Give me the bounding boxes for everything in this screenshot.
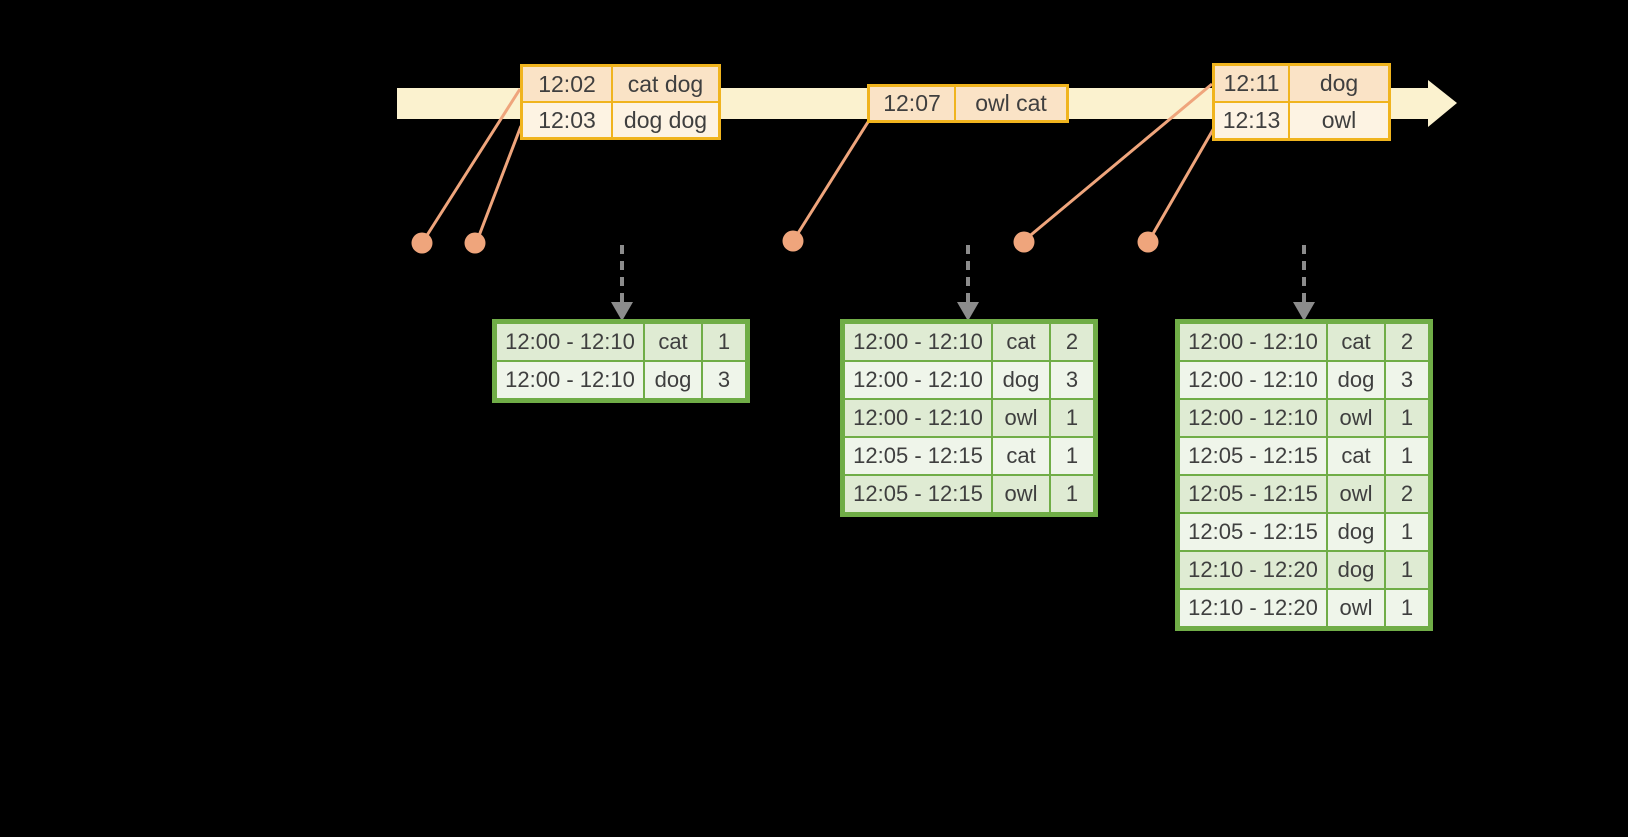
window-cell: 12:10 - 12:20 — [1180, 590, 1326, 626]
event-words: owl cat — [956, 87, 1066, 120]
word-cell: cat — [645, 324, 701, 360]
count-cell: 2 — [1386, 324, 1428, 360]
count-cell: 3 — [703, 362, 745, 398]
window-cell: 12:00 - 12:10 — [845, 324, 991, 360]
window-cell: 12:05 - 12:15 — [1180, 438, 1326, 474]
event-time: 12:13 — [1215, 103, 1288, 138]
event-dot-icon — [1137, 231, 1159, 253]
word-cell: owl — [1328, 476, 1384, 512]
word-cell: cat — [993, 324, 1049, 360]
count-cell: 1 — [1386, 552, 1428, 588]
result-table-2: 12:00 - 12:10 cat 2 12:00 - 12:10 dog 3 … — [840, 319, 1098, 517]
count-cell: 1 — [1051, 476, 1093, 512]
word-cell: owl — [993, 476, 1049, 512]
count-cell: 1 — [1051, 400, 1093, 436]
word-cell: dog — [645, 362, 701, 398]
word-cell: cat — [1328, 438, 1384, 474]
window-cell: 12:00 - 12:10 — [845, 362, 991, 398]
event-box-1: 12:02 cat dog 12:03 dog dog — [520, 64, 721, 140]
word-cell: dog — [1328, 362, 1384, 398]
word-cell: dog — [1328, 552, 1384, 588]
count-cell: 1 — [1386, 514, 1428, 550]
window-cell: 12:00 - 12:10 — [1180, 400, 1326, 436]
window-cell: 12:00 - 12:10 — [1180, 362, 1326, 398]
count-cell: 1 — [1386, 400, 1428, 436]
event-dot-icon — [464, 232, 486, 254]
event-words: owl — [1290, 103, 1388, 138]
window-cell: 12:05 - 12:15 — [1180, 476, 1326, 512]
event-dot-icon — [782, 230, 804, 252]
event-connector-line — [793, 121, 870, 239]
count-cell: 3 — [1386, 362, 1428, 398]
event-connector-line — [475, 125, 523, 242]
word-cell: owl — [1328, 590, 1384, 626]
event-time: 12:11 — [1215, 66, 1288, 101]
count-cell: 2 — [1386, 476, 1428, 512]
event-box-2: 12:07 owl cat — [867, 84, 1069, 123]
event-dot-icon — [411, 232, 433, 254]
result-table-3: 12:00 - 12:10 cat 2 12:00 - 12:10 dog 3 … — [1175, 319, 1433, 631]
word-cell: dog — [1328, 514, 1384, 550]
word-cell: cat — [1328, 324, 1384, 360]
window-cell: 12:05 - 12:15 — [845, 476, 991, 512]
event-words: cat dog — [613, 67, 718, 101]
event-connector-line — [1148, 127, 1216, 240]
window-cell: 12:05 - 12:15 — [1180, 514, 1326, 550]
event-words: dog — [1290, 66, 1388, 101]
count-cell: 2 — [1051, 324, 1093, 360]
window-cell: 12:00 - 12:10 — [497, 362, 643, 398]
count-cell: 1 — [703, 324, 745, 360]
event-time: 12:02 — [523, 67, 611, 101]
result-table-1: 12:00 - 12:10 cat 1 12:00 - 12:10 dog 3 — [492, 319, 750, 403]
word-cell: owl — [1328, 400, 1384, 436]
count-cell: 1 — [1386, 438, 1428, 474]
window-cell: 12:00 - 12:10 — [497, 324, 643, 360]
word-cell: owl — [993, 400, 1049, 436]
event-time: 12:03 — [523, 103, 611, 137]
timeline-arrowhead-icon — [1428, 80, 1457, 127]
event-words: dog dog — [613, 103, 718, 137]
count-cell: 3 — [1051, 362, 1093, 398]
window-cell: 12:10 - 12:20 — [1180, 552, 1326, 588]
word-cell: dog — [993, 362, 1049, 398]
event-box-3: 12:11 dog 12:13 owl — [1212, 63, 1391, 141]
window-cell: 12:05 - 12:15 — [845, 438, 991, 474]
count-cell: 1 — [1386, 590, 1428, 626]
event-dot-icon — [1013, 231, 1035, 253]
event-connector-line — [422, 88, 522, 241]
window-cell: 12:00 - 12:10 — [845, 400, 991, 436]
window-cell: 12:00 - 12:10 — [1180, 324, 1326, 360]
count-cell: 1 — [1051, 438, 1093, 474]
event-time: 12:07 — [870, 87, 954, 120]
word-cell: cat — [993, 438, 1049, 474]
